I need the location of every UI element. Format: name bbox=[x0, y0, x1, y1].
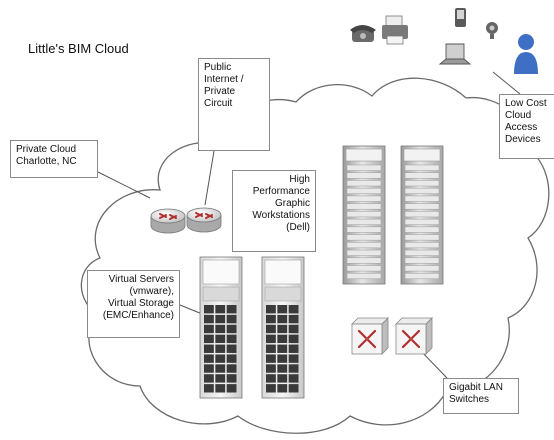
server-rack-icon bbox=[400, 145, 444, 285]
label-private-cloud: Private Cloud Charlotte, NC bbox=[10, 140, 98, 178]
connector-private-cloud bbox=[97, 171, 151, 199]
label-virtual-servers: Virtual Servers (vmware), Virtual Storag… bbox=[87, 270, 180, 338]
server-rack-icon bbox=[261, 256, 305, 399]
pda-icon bbox=[455, 8, 466, 27]
label-workstations: High Performance Graphic Workstations (D… bbox=[232, 170, 316, 252]
connector-public-internet bbox=[204, 150, 215, 206]
label-public-internet: Public Internet / Private Circuit bbox=[198, 58, 270, 151]
phone-icon bbox=[350, 25, 376, 42]
webcam-icon bbox=[486, 22, 498, 39]
router-icon bbox=[150, 208, 186, 234]
label-low-cost: Low Cost Cloud Access Devices bbox=[499, 94, 554, 159]
label-gigabit: Gigabit LAN Switches bbox=[443, 378, 519, 414]
lan-switch-icon bbox=[351, 317, 389, 355]
laptop-icon bbox=[438, 43, 472, 65]
diagram-title: Little's BIM Cloud bbox=[28, 41, 129, 56]
user-icon bbox=[514, 34, 538, 74]
server-rack-icon bbox=[342, 145, 386, 285]
server-rack-icon bbox=[199, 256, 243, 399]
lan-switch-icon bbox=[395, 317, 433, 355]
connector-low-cost bbox=[492, 71, 521, 95]
printer-icon bbox=[382, 15, 408, 45]
router-icon bbox=[186, 207, 222, 233]
